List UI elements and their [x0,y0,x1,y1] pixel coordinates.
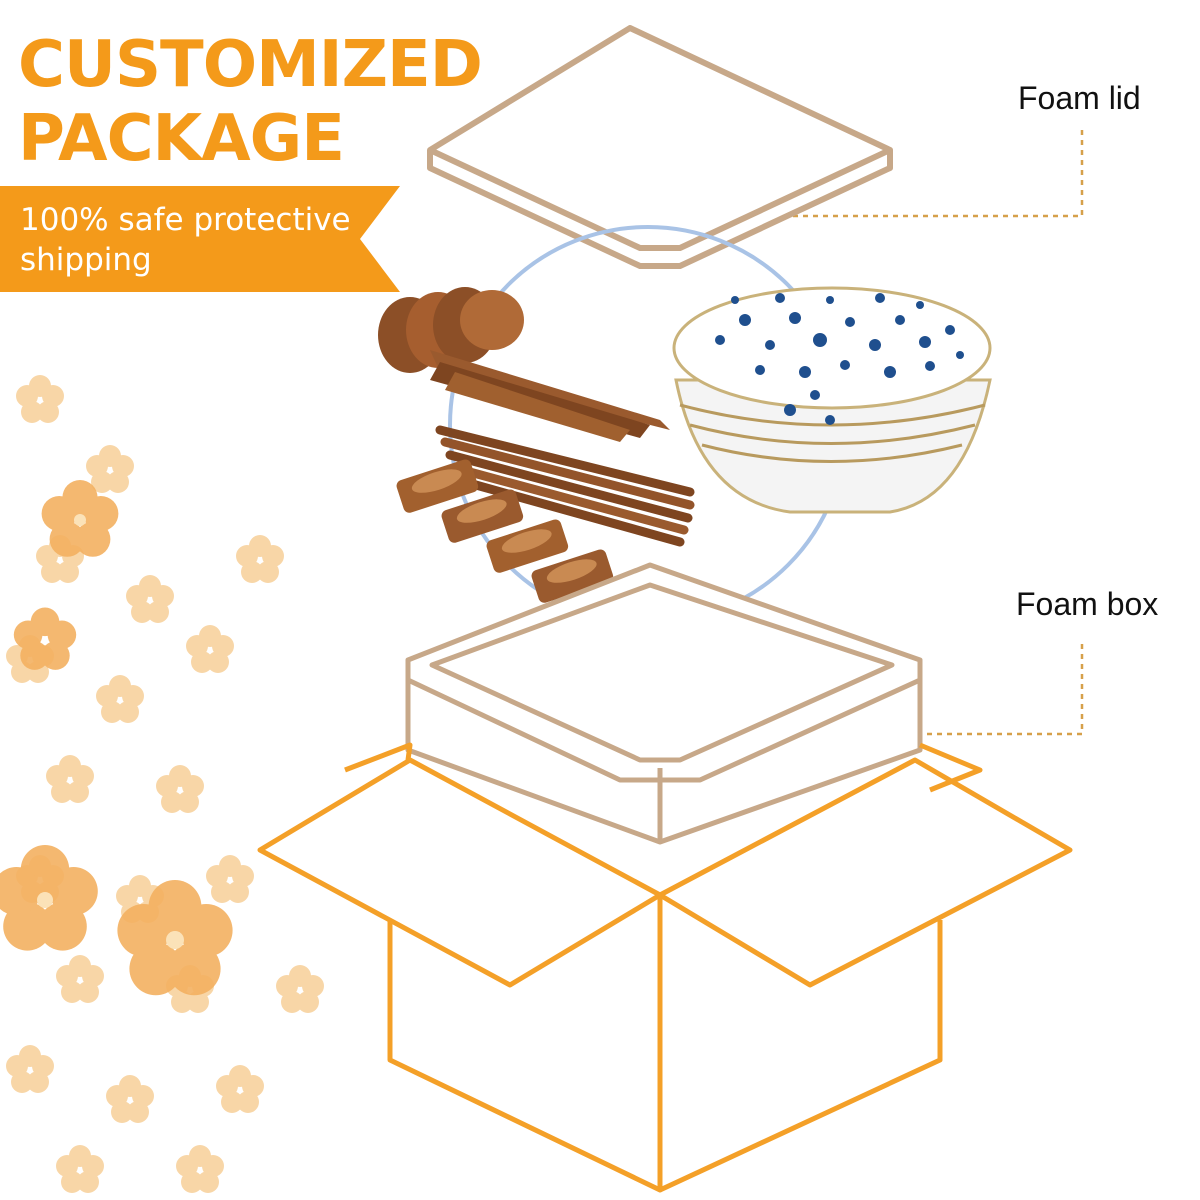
foam-box-leader [850,644,1084,736]
wooden-chopsticks [435,425,695,547]
foam-box-label: Foam box [1016,586,1159,622]
page-title: CUSTOMIZED PACKAGE [18,28,483,176]
subtitle-text: 100% safe protective shipping [20,200,380,280]
subtitle-line-1: 100% safe protective [20,202,351,238]
shipping-box [257,742,1073,1193]
chopstick-rests [396,459,614,603]
foam-lid [427,25,893,269]
subtitle-line-2: shipping [20,242,152,278]
subtitle-ribbon [0,186,400,292]
ramen-bowls [672,286,992,514]
foam-lid-label: Foam lid [1018,80,1141,116]
wooden-spoons [378,287,670,442]
foam-lid-leader [770,130,1084,218]
headline-line-2: PACKAGE [18,102,345,176]
headline-line-1: CUSTOMIZED [18,28,483,102]
